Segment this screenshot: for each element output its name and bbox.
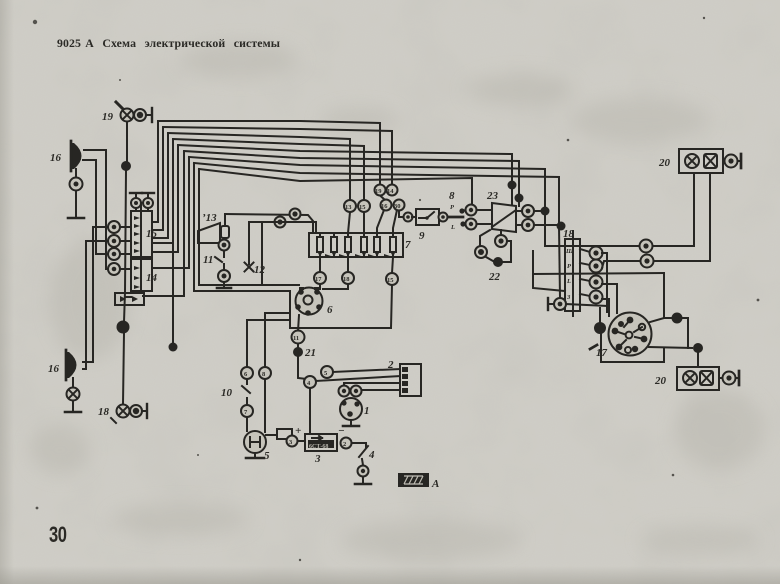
- svg-text:L: L: [450, 224, 455, 231]
- svg-text:7: 7: [244, 409, 248, 416]
- svg-text:L: L: [566, 278, 571, 285]
- svg-text:20: 20: [654, 375, 667, 387]
- svg-text:21: 21: [304, 347, 316, 359]
- svg-text:14: 14: [387, 188, 394, 195]
- svg-text:17: 17: [315, 276, 322, 283]
- svg-text:15: 15: [146, 228, 158, 240]
- svg-text:3: 3: [314, 453, 321, 465]
- svg-text:22: 22: [488, 271, 501, 283]
- svg-text:15: 15: [359, 204, 366, 211]
- svg-text:14: 14: [146, 272, 158, 284]
- svg-text:А: А: [431, 478, 439, 490]
- svg-text:5: 5: [264, 450, 270, 462]
- svg-text:+: +: [295, 425, 301, 437]
- svg-text:4: 4: [368, 449, 375, 461]
- svg-text:−: −: [338, 425, 345, 437]
- svg-text:Ш: Ш: [565, 248, 574, 255]
- svg-text:Р: Р: [567, 263, 572, 270]
- svg-text:30: 30: [394, 203, 401, 210]
- svg-text:2: 2: [343, 441, 346, 448]
- svg-text:7: 7: [405, 239, 411, 251]
- svg-text:16: 16: [48, 363, 60, 375]
- svg-text:19: 19: [375, 188, 382, 195]
- svg-text:16: 16: [381, 203, 388, 210]
- svg-text:З: З: [566, 294, 571, 301]
- svg-text:6: 6: [327, 304, 333, 316]
- svg-text:Р: Р: [450, 204, 455, 211]
- svg-text:23: 23: [486, 190, 499, 202]
- svg-text:15: 15: [387, 277, 394, 284]
- svg-text:ʼ13: ʼ13: [202, 212, 217, 224]
- svg-text:8: 8: [262, 371, 266, 378]
- svg-text:10: 10: [221, 387, 233, 399]
- svg-text:6: 6: [244, 371, 248, 378]
- svg-text:11: 11: [203, 254, 213, 266]
- svg-text:13: 13: [345, 204, 352, 211]
- svg-text:4: 4: [307, 380, 311, 387]
- svg-text:20: 20: [658, 157, 671, 169]
- svg-text:1: 1: [364, 405, 370, 417]
- svg-text:18: 18: [343, 276, 350, 283]
- svg-text:16: 16: [50, 152, 62, 164]
- svg-text:8: 8: [449, 190, 455, 202]
- svg-text:2: 2: [387, 359, 394, 371]
- svg-text:11: 11: [293, 335, 299, 342]
- svg-text:6СТ-68: 6СТ-68: [309, 444, 328, 450]
- svg-text:12: 12: [254, 264, 266, 276]
- svg-text:18: 18: [563, 228, 575, 240]
- svg-text:18: 18: [98, 406, 110, 418]
- svg-text:5: 5: [324, 370, 328, 377]
- svg-text:9: 9: [419, 230, 425, 242]
- svg-text:3: 3: [289, 439, 293, 446]
- svg-text:19: 19: [102, 111, 114, 123]
